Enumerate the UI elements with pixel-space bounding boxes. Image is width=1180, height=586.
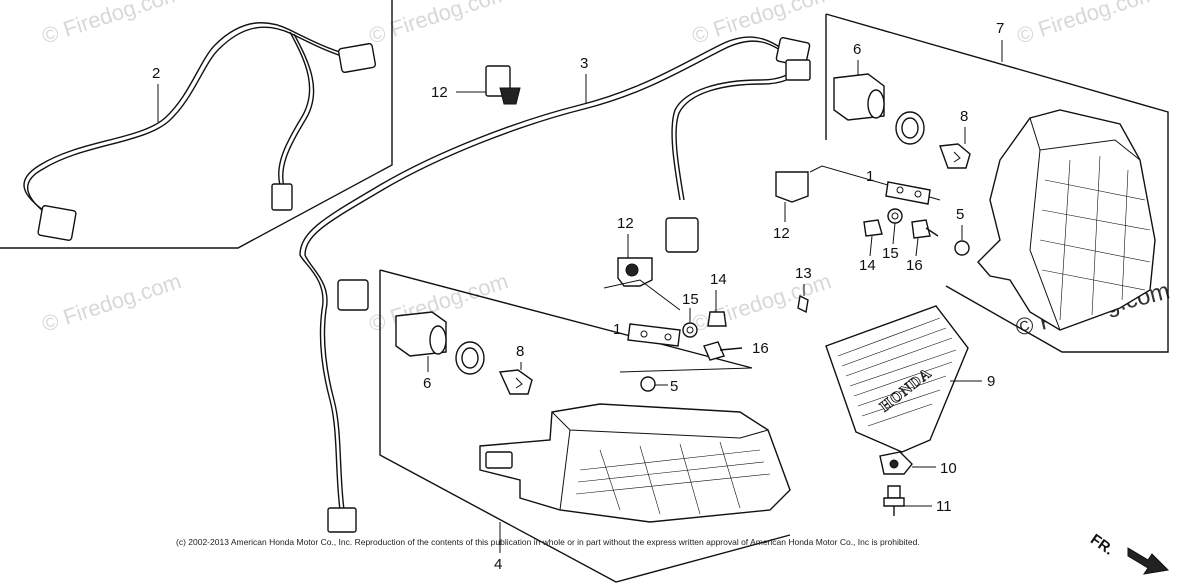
washer-icon <box>682 322 698 338</box>
emblem-plate: HONDA 9 <box>825 305 995 453</box>
watermark-text: © Firedog.com <box>366 0 511 49</box>
callout-14-left: 14 <box>710 271 727 288</box>
bolt-icon <box>911 219 931 239</box>
harness-panel-border <box>0 0 393 249</box>
connector-icon <box>271 183 293 211</box>
grommet-icon <box>863 219 883 237</box>
right-taillight-panel-border <box>825 13 1169 353</box>
screw-icon <box>887 485 901 499</box>
screw-icon <box>797 294 809 314</box>
connector-icon <box>37 205 77 241</box>
grommet-icon <box>640 376 656 392</box>
callout-15-right: 15 <box>882 245 899 262</box>
bulb-icon <box>498 369 533 395</box>
copyright-notice: (c) 2002-2013 American Honda Motor Co., … <box>176 537 920 547</box>
connector-icon <box>327 507 357 533</box>
front-direction-label: FR. <box>1087 531 1117 559</box>
callout-2: 2 <box>152 65 160 82</box>
left-taillight: 6 8 4 <box>395 311 791 573</box>
callout-7: 7 <box>996 20 1004 37</box>
watermark-text: © Firedog.com <box>39 0 184 49</box>
right-taillight: 6 8 7 <box>833 20 1156 331</box>
main-harness: 3 <box>299 36 811 533</box>
callout-14-right: 14 <box>859 257 876 274</box>
callout-6-right: 6 <box>853 41 861 58</box>
watermark-text: © Firedog.com <box>1014 0 1159 49</box>
callout-9: 9 <box>987 373 995 390</box>
bulb-icon <box>939 143 971 169</box>
callout-12-right: 12 <box>773 225 790 242</box>
callout-8-right: 8 <box>960 108 968 125</box>
clamp-icon <box>775 171 809 203</box>
front-direction-indicator: FR. <box>1087 531 1170 575</box>
callout-10: 10 <box>940 460 957 477</box>
left-taillight-panel-border <box>379 270 791 583</box>
taillight-lens-left <box>479 403 791 523</box>
callout-1-right: 1 <box>866 168 874 185</box>
callout-8-left: 8 <box>516 343 524 360</box>
callout-6-left: 6 <box>423 375 431 392</box>
emblem-icon <box>825 305 969 453</box>
arrow-icon <box>1127 547 1170 575</box>
emblem-fasteners: 10 11 <box>879 451 957 516</box>
connector-icon <box>665 217 699 253</box>
callout-11: 11 <box>936 498 952 515</box>
stay-icon <box>885 181 931 205</box>
callout-15-left: 15 <box>682 291 699 308</box>
callout-5-right: 5 <box>956 206 964 223</box>
sub-harness: 2 <box>23 22 377 241</box>
callout-1-left: 1 <box>613 321 621 338</box>
callout-13: 13 <box>795 265 812 282</box>
grommet-icon <box>954 240 970 256</box>
connector-icon <box>337 43 377 73</box>
left-hardware: 1 15 14 16 5 <box>603 271 769 395</box>
watermark-text: © Firedog.com <box>39 268 184 336</box>
callout-5-left: 5 <box>670 378 678 395</box>
stay-icon <box>627 323 681 347</box>
harness-clamps: 12 12 12 <box>431 65 809 287</box>
connector-icon <box>337 279 369 311</box>
connector-icon <box>785 59 811 81</box>
callout-16-right: 16 <box>906 257 923 274</box>
callout-16-left: 16 <box>752 340 769 357</box>
bolt-icon <box>703 341 725 361</box>
right-hardware: 1 15 14 16 13 5 <box>795 165 970 314</box>
callout-12-top: 12 <box>431 84 448 101</box>
callout-12-mid: 12 <box>617 215 634 232</box>
grommet-icon <box>707 311 727 327</box>
washer-icon <box>887 208 903 224</box>
callout-3: 3 <box>580 55 588 72</box>
callout-4: 4 <box>494 556 502 573</box>
